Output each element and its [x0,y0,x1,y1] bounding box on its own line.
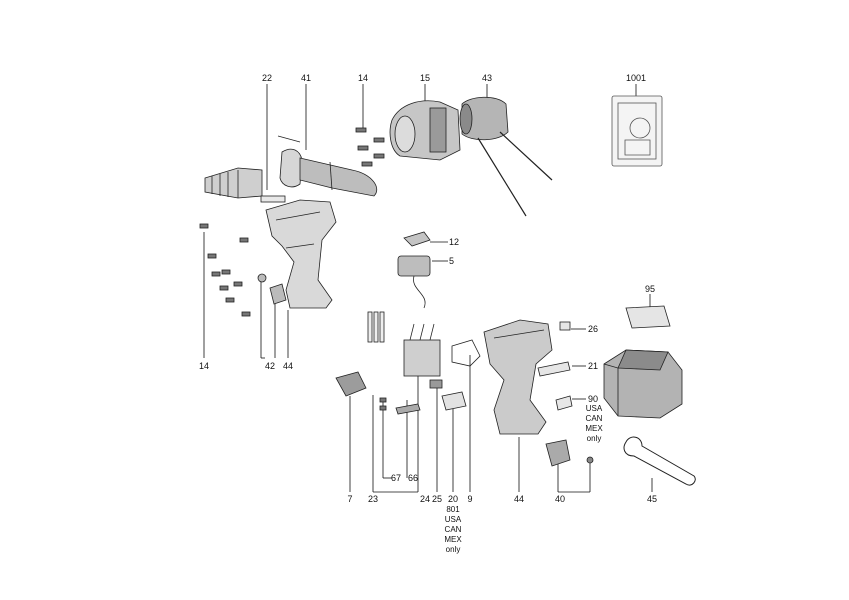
part-label-22: 22 [261,73,273,83]
part-label-41: 41 [300,73,312,83]
screws-14-bottom [199,223,251,317]
part-label-66: 66 [407,473,419,483]
part-label-23: 23 [367,494,379,504]
electronics-24 [403,323,441,377]
note-801-line: CAN [444,525,462,534]
part-label-43: 43 [481,73,493,83]
note-801-line: 801 [446,505,460,514]
part-label-26: 26 [588,324,599,334]
note-90-line: CAN [585,414,603,423]
part-label-14-top: 14 [357,73,369,83]
note-90-regions: USA CAN MEX only [585,404,602,444]
motor [459,96,553,217]
part-label-44-right: 44 [513,494,525,504]
part-label-14-bottom: 14 [198,361,210,371]
note-801-line: USA [444,515,462,524]
note-801-regions: 801 USA CAN MEX only [444,505,461,555]
part-label-44-left: 44 [282,361,294,371]
switch-5 [397,255,431,309]
part-label-42: 42 [264,361,276,371]
chuck [204,167,286,203]
note-90-line: only [586,434,602,443]
small-parts [379,379,467,415]
plate-95 [625,305,671,329]
clip-42 [257,273,287,305]
note-90-line: USA [585,404,603,413]
part-label-45: 45 [646,494,658,504]
gearbox [389,100,461,161]
decal-1001 [611,95,663,167]
part-label-9: 9 [467,494,473,504]
housing-left [265,199,337,309]
part-label-15: 15 [419,73,431,83]
part-12 [403,231,431,247]
part-label-20: 20 [447,494,459,504]
contacts-23 [367,311,385,343]
part-label-1001: 1001 [625,73,647,83]
screws-14-top [355,127,385,167]
housing-right [483,319,553,435]
decals [537,321,573,411]
part-label-95: 95 [644,284,656,294]
part-7 [335,371,367,397]
note-801-line: MEX [444,535,462,544]
battery [603,349,683,419]
part-label-12: 12 [449,237,460,247]
part-label-90: 90 [588,394,599,404]
frame-9 [451,339,481,367]
part-label-25: 25 [431,494,443,504]
part-label-5: 5 [449,256,455,266]
part-label-24: 24 [419,494,431,504]
part-label-67: 67 [390,473,402,483]
note-801-line: only [445,545,461,554]
part-label-21: 21 [588,361,599,371]
wrench-45 [623,436,696,486]
note-90-line: MEX [585,424,603,433]
part-label-40: 40 [554,494,566,504]
belt-hook-40 [545,439,594,467]
side-handle [277,135,378,197]
part-label-7: 7 [347,494,353,504]
